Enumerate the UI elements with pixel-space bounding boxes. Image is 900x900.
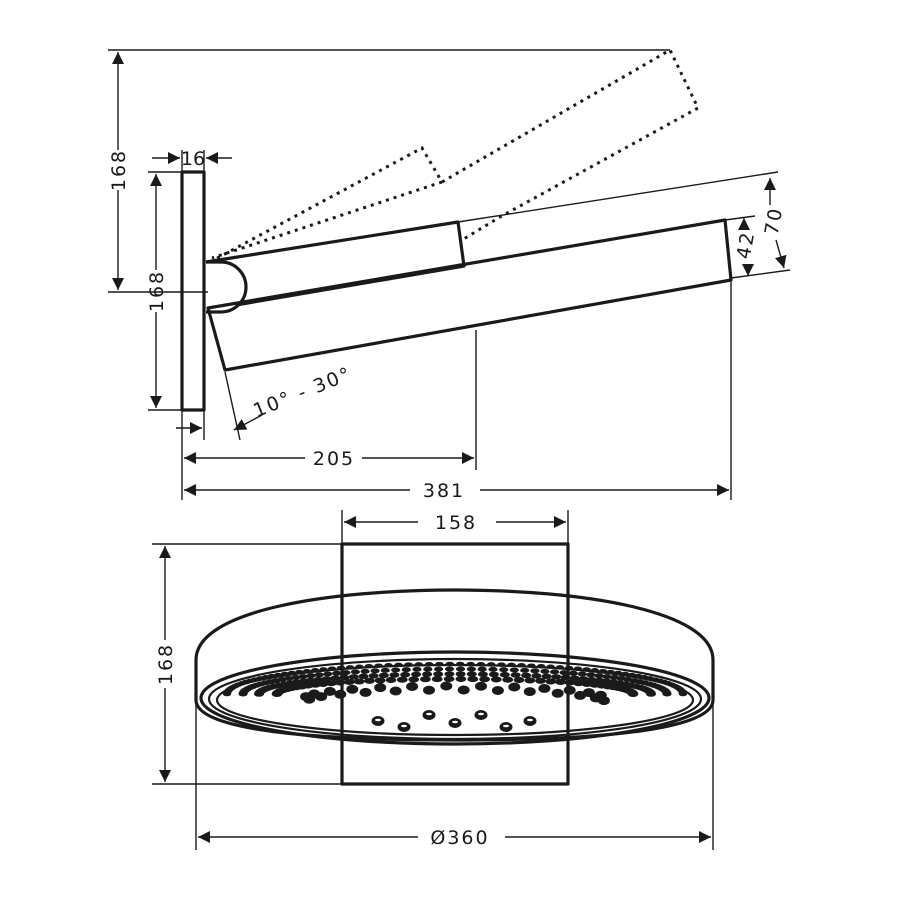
tilted-head-outline: [441, 47, 700, 242]
spray-face: [199, 650, 711, 746]
overall-height-label: 168: [108, 149, 130, 191]
wall-plate: [180, 170, 206, 412]
arm-centre-label: 205: [313, 448, 355, 470]
wall-plate-height-label: 168: [146, 270, 168, 312]
wall-plate-depth-label: 16: [181, 148, 205, 170]
head-thickness-inner-label: 42: [733, 229, 760, 261]
overall-projection-label: 381: [423, 480, 465, 502]
front-height-label: 168: [155, 643, 177, 685]
front-view: 158 168 Ø360: [152, 510, 715, 850]
tilted-arm-outline: [209, 145, 444, 264]
shower-arm: [205, 220, 466, 307]
mount-width-label: 158: [435, 512, 477, 534]
pivot-joint: [206, 260, 248, 314]
diameter-label: Ø360: [430, 827, 489, 849]
tilt-angle-label: 10° - 30°: [250, 363, 355, 422]
head-thickness-outer-label: 70: [761, 205, 788, 237]
shower-head-side: [206, 218, 733, 372]
side-view: 168 168 16 70 42 10° - 30° 205 381: [108, 47, 791, 502]
nozzle-field: [222, 661, 688, 732]
